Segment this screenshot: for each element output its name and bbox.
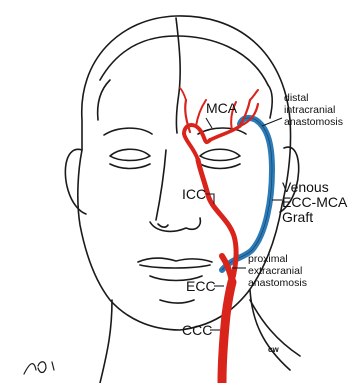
artist-initials: cw bbox=[268, 345, 279, 354]
graft-outline bbox=[222, 118, 272, 270]
distal-label-line3: anastomosis bbox=[284, 116, 343, 128]
mca-leader bbox=[206, 118, 212, 128]
right-eye bbox=[200, 149, 240, 160]
left-brow bbox=[104, 128, 152, 135]
venous-label-line3: Graft bbox=[282, 209, 313, 225]
skull-fold-right bbox=[268, 85, 272, 118]
neck-left bbox=[100, 300, 112, 383]
distal-label-line2: intracranial bbox=[284, 104, 335, 116]
left-ear bbox=[65, 149, 86, 214]
nostril-left bbox=[158, 224, 168, 227]
icc-label: ICC bbox=[182, 186, 206, 202]
venous-label-line1: Venous bbox=[282, 179, 329, 195]
right-eye-lid bbox=[200, 164, 240, 169]
skull-inner-line bbox=[100, 36, 268, 85]
distal-label-line1: distal bbox=[284, 92, 309, 104]
lip-line bbox=[140, 265, 210, 268]
nose-bridge bbox=[156, 150, 166, 220]
proximal-label-line1: proximal bbox=[248, 253, 288, 265]
upper-lip bbox=[138, 258, 212, 262]
aca-branch-2 bbox=[196, 100, 206, 126]
artist-signature bbox=[24, 362, 54, 374]
left-eye-lid bbox=[110, 164, 150, 169]
skull-fold-left bbox=[98, 80, 110, 120]
mca-branch-4 bbox=[250, 90, 258, 100]
left-eye bbox=[110, 149, 150, 160]
chin bbox=[160, 300, 194, 303]
distal-anastomosis-leader bbox=[262, 118, 282, 126]
small-branch bbox=[180, 88, 186, 100]
proximal-label-line2: extracranial bbox=[248, 265, 302, 277]
mca-label: MCA bbox=[206, 100, 238, 116]
ecc-label: ECC bbox=[186, 278, 216, 294]
ccc-label: CCC bbox=[182, 322, 212, 338]
proximal-label-line3: anastomosis bbox=[248, 277, 307, 289]
venous-graft bbox=[222, 118, 272, 270]
venous-label-line2: ECC-MCA bbox=[282, 194, 348, 210]
common-carotid bbox=[222, 282, 232, 383]
